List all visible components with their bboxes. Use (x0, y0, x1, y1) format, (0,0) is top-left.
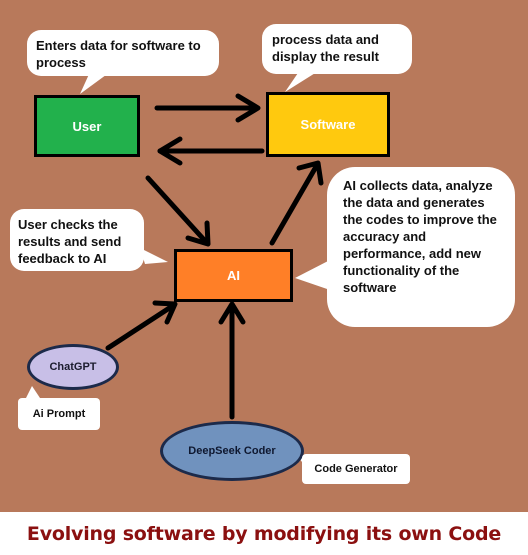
callout-software-process: process data and display the result (262, 24, 412, 74)
arrow-user-to-software (154, 93, 261, 123)
callout-user-checks-text: User checks the results and send feedbac… (18, 217, 122, 266)
arrow-deepseek-to-ai (218, 301, 246, 420)
node-user-label: User (72, 118, 102, 134)
bubble-tail-user-checks (140, 248, 168, 264)
title-banner: Evolving software by modifying its own C… (0, 512, 528, 555)
node-user: User (34, 95, 140, 157)
node-software: Software (266, 92, 390, 157)
arrow-user-to-ai (145, 175, 211, 247)
diagram-title: Evolving software by modifying its own C… (26, 522, 502, 545)
node-deepseek-label: DeepSeek Coder (188, 445, 276, 457)
node-chatgpt-label: ChatGPT (49, 361, 97, 373)
arrow-software-to-user (157, 136, 265, 166)
bubble-tail-user-enters (80, 72, 110, 94)
tag-ai-prompt: Ai Prompt (18, 398, 100, 430)
node-ai-label: AI (227, 268, 240, 283)
arrow-chatgpt-to-ai (105, 300, 178, 351)
node-chatgpt: ChatGPT (27, 344, 119, 390)
callout-ai-collects-text: AI collects data, analyze the data and g… (343, 178, 497, 295)
tag-code-generator-text: Code Generator (314, 463, 398, 475)
node-ai: AI (174, 249, 293, 302)
arrow-ai-to-software (269, 160, 324, 246)
callout-software-process-text: process data and display the result (272, 32, 379, 64)
node-software-label: Software (300, 117, 356, 132)
tag-ai-prompt-text: Ai Prompt (32, 408, 86, 420)
bubble-tail-ai-collects (295, 260, 330, 290)
bubble-tail-chatgpt-tag (26, 386, 40, 398)
callout-user-enters-text: Enters data for software to process (36, 38, 201, 70)
callout-user-checks: User checks the results and send feedbac… (10, 209, 144, 271)
bubble-tail-software-process (285, 70, 320, 92)
callout-user-enters: Enters data for software to process (27, 30, 219, 76)
callout-ai-collects: AI collects data, analyze the data and g… (327, 167, 515, 327)
tag-code-generator: Code Generator (302, 454, 410, 484)
node-deepseek: DeepSeek Coder (160, 421, 304, 481)
